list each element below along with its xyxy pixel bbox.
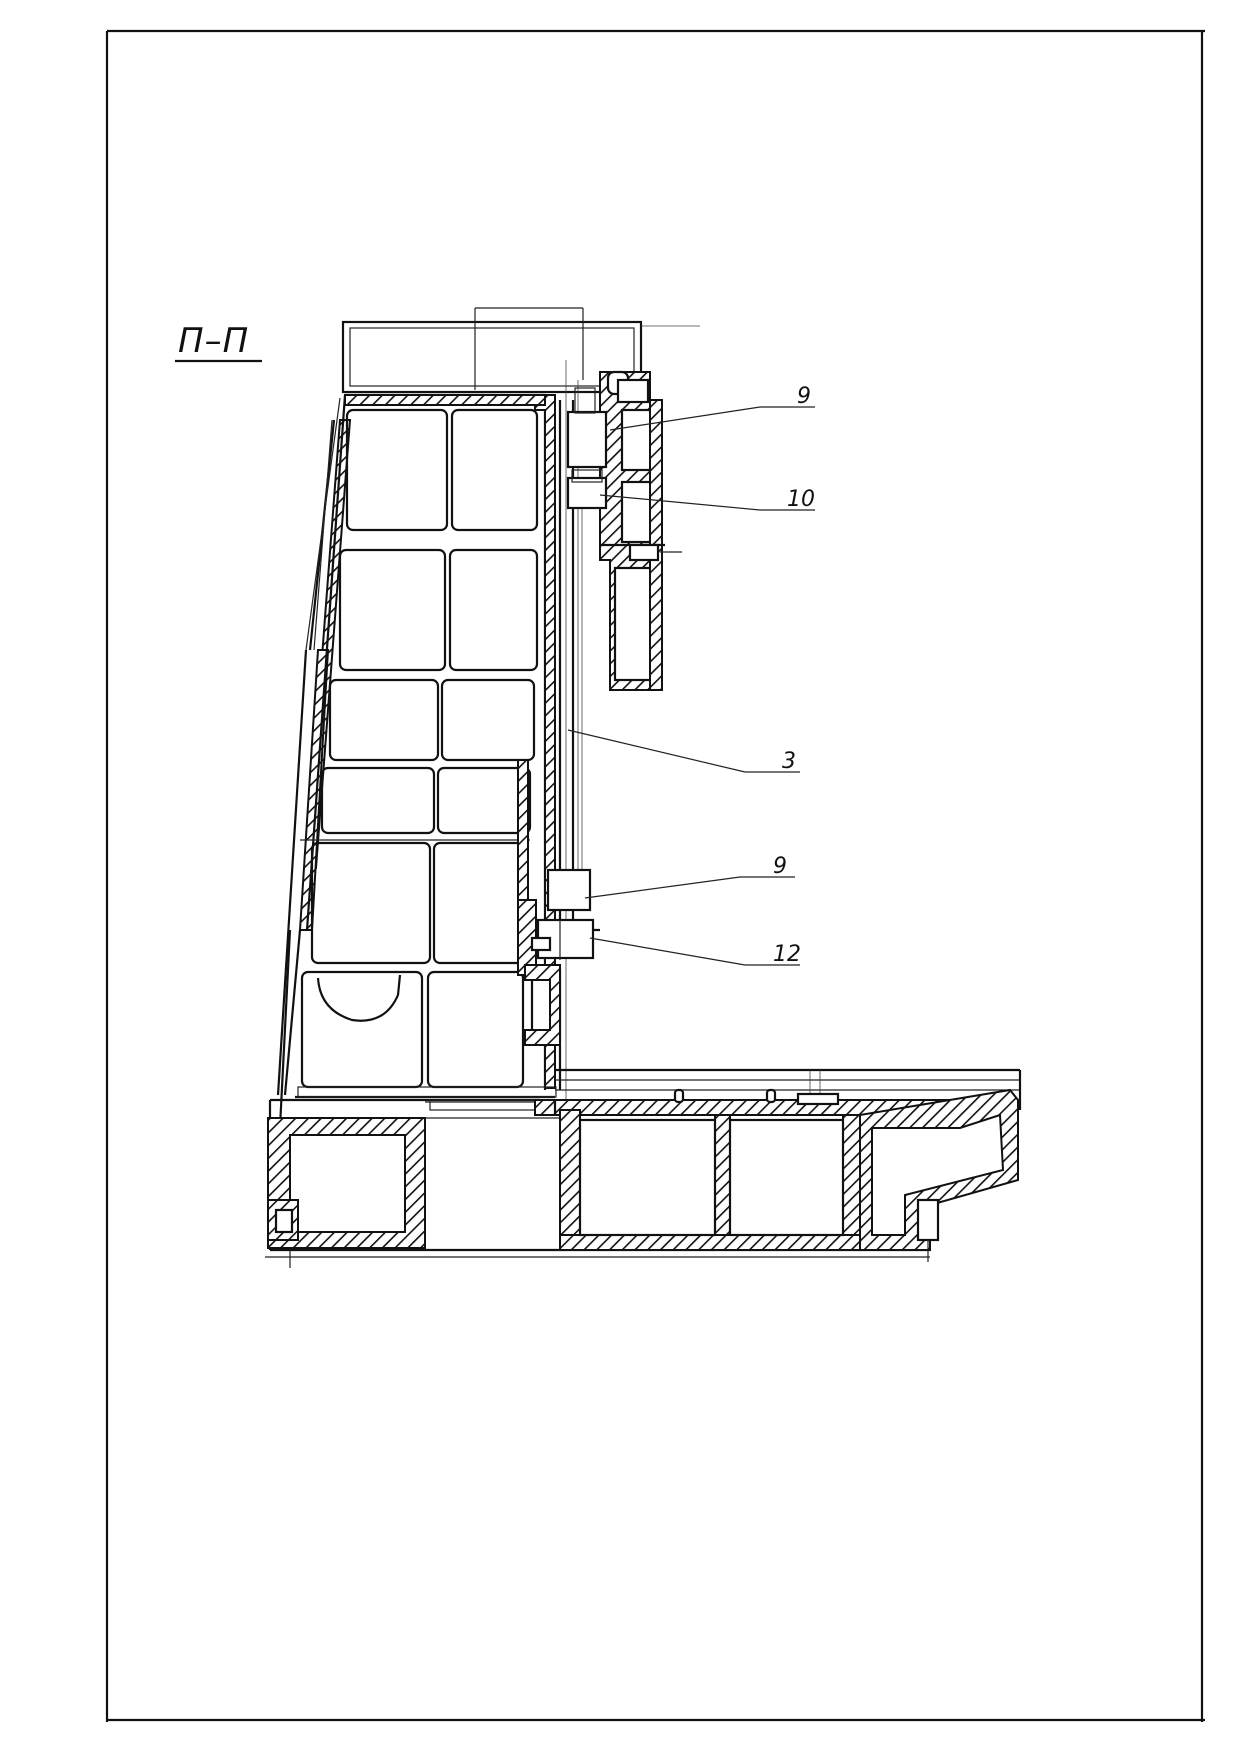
leader-lines	[567, 406, 815, 966]
column-cross-section	[265, 307, 1022, 1268]
sheet-frame	[105, 29, 1205, 1722]
callout-10: 10	[787, 487, 815, 512]
callout-3: 3	[782, 749, 796, 774]
section-title: П–П	[175, 321, 262, 363]
callout-12: 12	[773, 942, 801, 967]
callout-9-bottom: 9	[773, 854, 787, 879]
callout-9-top: 9	[797, 384, 811, 409]
callout-labels: 9 10 3 9 12	[773, 384, 815, 967]
section-title-text: П–П	[178, 321, 249, 361]
